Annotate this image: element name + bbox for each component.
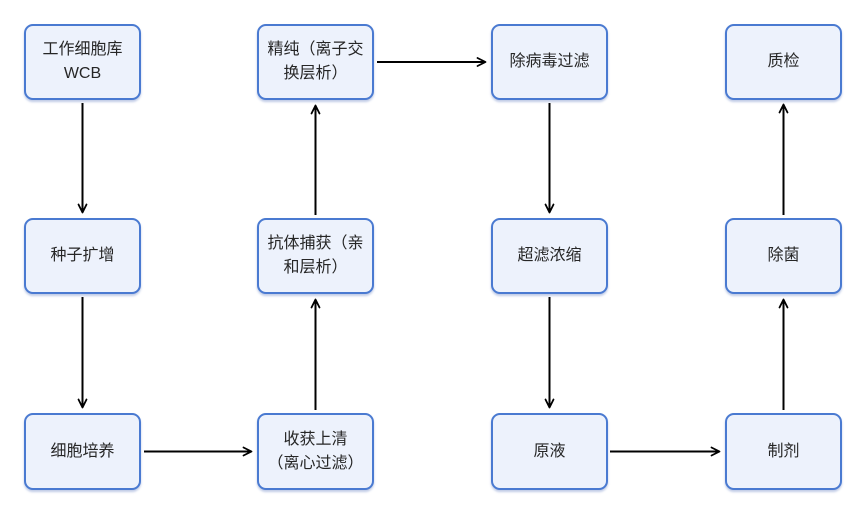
node-antibody-capture: 抗体捕获（亲 和层析）	[257, 218, 374, 294]
node-virus-removal-filtration: 除病毒过滤	[491, 24, 608, 100]
node-bulk-solution: 原液	[491, 413, 608, 490]
node-quality-control: 质检	[725, 24, 842, 100]
node-seed-expansion: 种子扩增	[24, 218, 141, 294]
node-cell-culture: 细胞培养	[24, 413, 141, 490]
node-sterile-filtration: 除菌	[725, 218, 842, 294]
node-wcb: 工作细胞库 WCB	[24, 24, 141, 100]
node-ultrafiltration-concentration: 超滤浓缩	[491, 218, 608, 294]
node-harvest-supernatant: 收获上清 （离心过滤）	[257, 413, 374, 490]
node-polishing-iex: 精纯（离子交 换层析）	[257, 24, 374, 100]
node-formulation: 制剂	[725, 413, 842, 490]
